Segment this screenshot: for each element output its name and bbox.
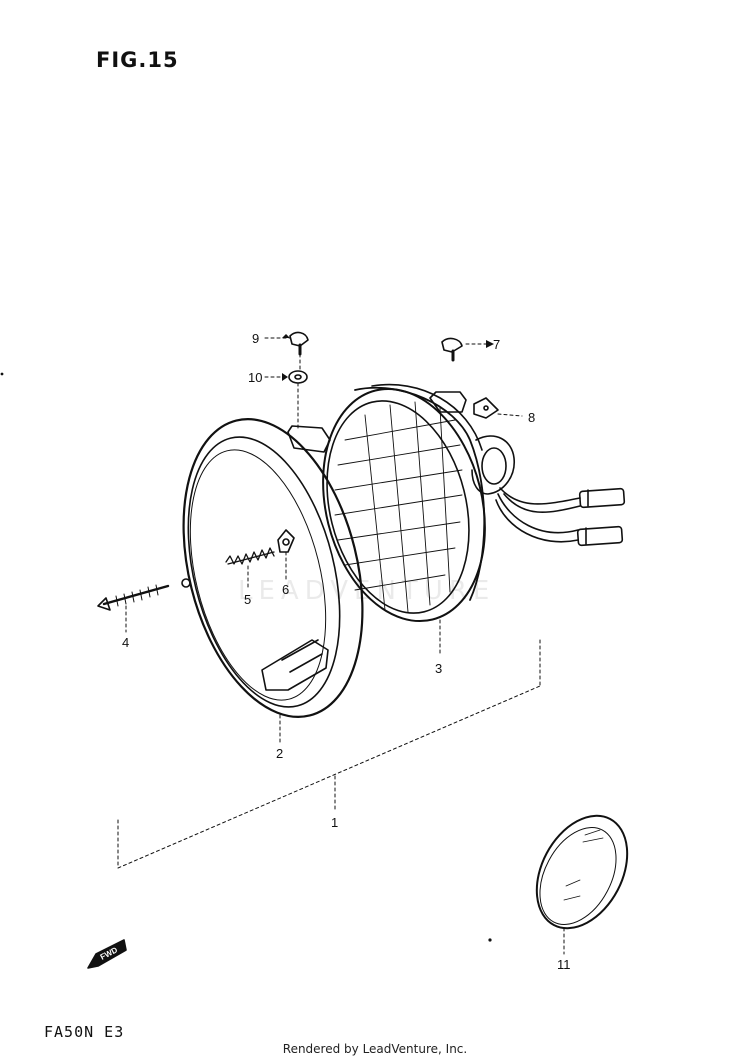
callout-2: 2	[276, 746, 284, 761]
nut-clip-icon	[473, 397, 499, 419]
screw-icon	[441, 337, 463, 362]
callout-3: 3	[435, 661, 443, 676]
model-code: FA50N E3	[44, 1023, 125, 1041]
spring-icon	[225, 547, 275, 565]
footer-credit: Rendered by LeadVenture, Inc.	[282, 1042, 468, 1056]
callout-6: 6	[282, 582, 290, 597]
callout-8: 8	[528, 410, 536, 425]
callout-10: 10	[248, 370, 263, 385]
callout-1: 1	[331, 815, 339, 830]
callout-11: 11	[557, 957, 571, 972]
figure-title: FIG.15	[96, 48, 179, 72]
headlight-rim-icon	[181, 418, 364, 718]
washer-nut-icon	[288, 370, 308, 384]
watermark: LEADVENTURE	[238, 576, 496, 606]
fwd-arrow-icon	[87, 939, 127, 969]
callout-4: 4	[122, 635, 130, 650]
callout-5: 5	[244, 592, 252, 607]
reflector-icon	[535, 814, 629, 930]
sealed-beam-unit-icon	[322, 383, 626, 623]
screw-icon	[289, 331, 309, 356]
callout-7: 7	[493, 337, 501, 352]
adjusting-screw-icon	[97, 584, 170, 611]
callout-9: 9	[252, 331, 260, 346]
nut-icon	[277, 529, 295, 553]
